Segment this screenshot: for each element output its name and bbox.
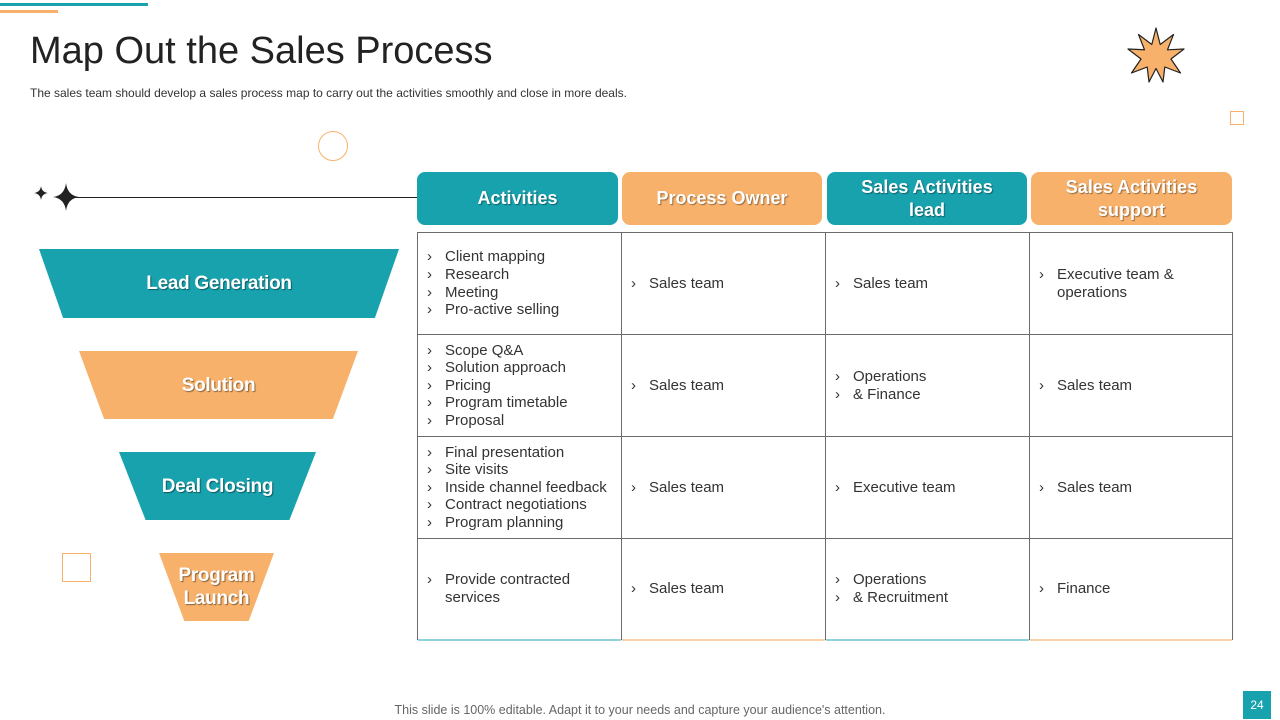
list-item: Sales team — [631, 580, 724, 598]
table-cell-process-owner: Sales team — [621, 233, 825, 334]
bullet-list: Sales team — [835, 275, 928, 293]
bullet-list: Provide contracted services — [427, 571, 580, 606]
list-item: Executive team — [835, 479, 956, 497]
table-cell-activities: Client mapping Research Meeting Pro-acti… — [417, 233, 621, 334]
slide-subtitle: The sales team should develop a sales pr… — [30, 86, 627, 100]
header-label: Process Owner — [656, 188, 788, 208]
bullet-list: Sales team — [631, 377, 724, 395]
bullet-list: Sales team — [1039, 377, 1132, 395]
list-item: Sales team — [631, 377, 724, 395]
bullet-list: Sales team — [1039, 479, 1132, 497]
table-cell-activities-lead: Operations & Recruitment — [825, 539, 1029, 639]
list-item: Research — [427, 266, 559, 284]
header-label: Activities — [477, 188, 558, 208]
top-accent-line-orange — [0, 10, 58, 13]
table-cell-activities-support: Sales team — [1029, 335, 1233, 436]
funnel-stage-label: Solution — [181, 374, 256, 396]
table-cell-process-owner: Sales team — [621, 335, 825, 436]
header-sales-activities-lead: Sales Activities lead — [827, 172, 1027, 225]
funnel-stage-label: Lead Generation — [146, 273, 292, 294]
list-item: Client mapping — [427, 248, 559, 266]
list-item: Inside channel feedback — [427, 479, 607, 497]
table-bottom-accent-orange — [622, 639, 825, 641]
funnel-stage-lead-generation: Lead Generation — [39, 249, 399, 318]
funnel-stage-program-launch: Program Launch — [159, 553, 274, 621]
starburst-icon — [1127, 27, 1185, 83]
page-number-badge: 24 — [1243, 691, 1271, 719]
list-item: Provide contracted services — [427, 571, 580, 606]
list-item: Sales team — [631, 479, 724, 497]
list-item: Sales team — [1039, 377, 1132, 395]
slide-title: Map Out the Sales Process — [30, 30, 493, 72]
table-cell-activities-lead: Executive team — [825, 437, 1029, 538]
bullet-list: Scope Q&A Solution approach Pricing Prog… — [427, 342, 568, 430]
bullet-list: Sales team — [631, 479, 724, 497]
list-item: Sales team — [1039, 479, 1132, 497]
list-item: Program timetable — [427, 394, 568, 412]
list-item: Solution approach — [427, 359, 568, 377]
decorative-square-large — [62, 553, 91, 582]
table-cell-activities-support: Executive team & operations — [1029, 233, 1233, 334]
table-bottom-accent-orange — [1030, 639, 1232, 641]
bullet-list: Executive team — [835, 479, 956, 497]
list-item: Pricing — [427, 377, 568, 395]
list-item: Site visits — [427, 461, 607, 479]
decorative-divider-line — [75, 197, 418, 198]
table-cell-activities: Provide contracted services — [417, 539, 621, 639]
header-process-owner: Process Owner — [622, 172, 822, 225]
list-item: Proposal — [427, 412, 568, 430]
table-row-divider — [417, 538, 1233, 539]
four-point-star-icon — [53, 183, 79, 211]
list-item: Program planning — [427, 514, 607, 532]
table-cell-activities: Scope Q&A Solution approach Pricing Prog… — [417, 335, 621, 436]
list-item: Pro-active selling — [427, 301, 559, 319]
page-number: 24 — [1250, 698, 1264, 712]
decorative-circle — [318, 131, 348, 161]
footer-note: This slide is 100% editable. Adapt it to… — [394, 703, 886, 717]
list-item: Scope Q&A — [427, 342, 568, 360]
list-item: Operations — [835, 571, 948, 589]
list-item: Final presentation — [427, 444, 607, 462]
funnel-stage-solution: Solution — [79, 351, 358, 419]
bullet-list: Executive team & operations — [1039, 266, 1182, 301]
list-item: Operations — [835, 368, 926, 386]
table-cell-activities-support: Sales team — [1029, 437, 1233, 538]
list-item: Finance — [1039, 580, 1110, 598]
top-accent-line-teal — [0, 3, 148, 6]
bullet-list: Operations & Recruitment — [835, 571, 948, 606]
header-label: Sales Activities support — [1065, 176, 1198, 220]
list-item: & Recruitment — [835, 589, 948, 607]
table-cell-activities: Final presentation Site visits Inside ch… — [417, 437, 621, 538]
list-item: Sales team — [631, 275, 724, 293]
bullet-list: Sales team — [631, 275, 724, 293]
list-item: Meeting — [427, 284, 559, 302]
table-bottom-accent-teal — [418, 639, 621, 641]
list-item: Executive team & operations — [1039, 266, 1182, 301]
decorative-square-small — [1230, 111, 1244, 125]
funnel-stage-label: Program Launch — [178, 565, 255, 609]
four-point-star-icon — [34, 186, 48, 200]
list-item: & Finance — [835, 386, 926, 404]
table-row-divider — [417, 436, 1233, 437]
table-cell-activities-support: Finance — [1029, 539, 1233, 639]
bullet-list: Client mapping Research Meeting Pro-acti… — [427, 248, 559, 318]
table-cell-process-owner: Sales team — [621, 437, 825, 538]
list-item: Sales team — [835, 275, 928, 293]
bullet-list: Final presentation Site visits Inside ch… — [427, 444, 607, 532]
bullet-list: Finance — [1039, 580, 1110, 598]
funnel-stage-label: Deal Closing — [161, 475, 274, 497]
table-cell-activities-lead: Operations & Finance — [825, 335, 1029, 436]
table-cell-activities-lead: Sales team — [825, 233, 1029, 334]
table-cell-process-owner: Sales team — [621, 539, 825, 639]
header-sales-activities-support: Sales Activities support — [1031, 172, 1232, 225]
table-bottom-accent-teal — [826, 639, 1029, 641]
list-item: Contract negotiations — [427, 496, 607, 514]
header-activities: Activities — [417, 172, 618, 225]
funnel-stage-deal-closing: Deal Closing — [119, 452, 316, 520]
header-label: Sales Activities lead — [861, 176, 993, 220]
bullet-list: Sales team — [631, 580, 724, 598]
bullet-list: Operations & Finance — [835, 368, 926, 403]
table-row-divider — [417, 334, 1233, 335]
